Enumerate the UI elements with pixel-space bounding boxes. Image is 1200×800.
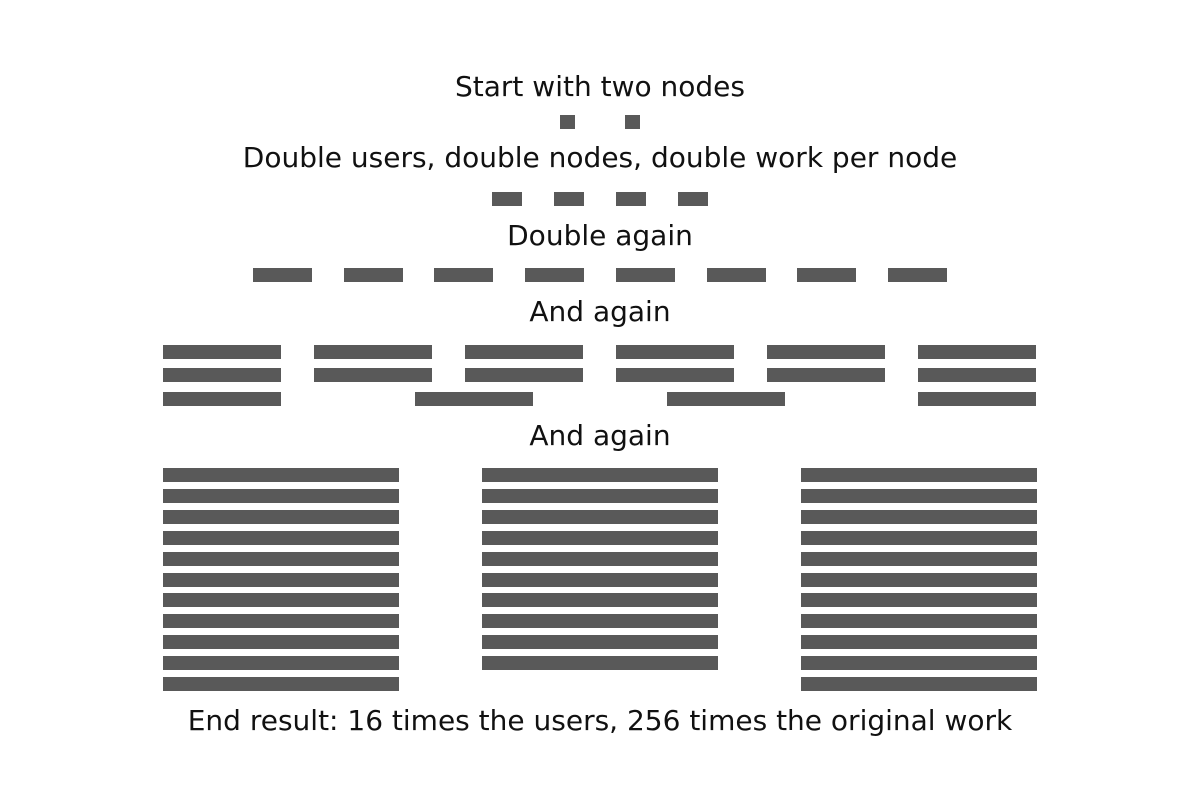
stage3-node-5 [615, 268, 675, 282]
stage4-bar-extra-4 [918, 392, 1036, 406]
stage2-node-1 [492, 192, 522, 206]
stage4-bar-c1-r2 [163, 368, 281, 382]
stage4-bar-c6-r1 [918, 345, 1036, 359]
caption-double-users: Double users, double nodes, double work … [242, 141, 958, 174]
stage4-bar-extra-2 [415, 392, 533, 406]
stage3-node-2 [343, 268, 403, 282]
caption-end-result: End result: 16 times the users, 256 time… [187, 704, 1013, 737]
stage5-bar-c2-r7 [482, 593, 718, 608]
stage5-bar-c3-r10 [801, 656, 1037, 671]
stage5-bar-c2-r3 [482, 509, 718, 524]
stage2-node-3 [616, 192, 646, 206]
stage4-bar-c1-r1 [163, 345, 281, 359]
stage5-bar-c1-r4 [163, 530, 399, 545]
stage5-bar-c3-r2 [801, 488, 1037, 503]
stage5-bar-c1-r2 [163, 488, 399, 503]
stage5-bar-c2-r6 [482, 572, 718, 587]
stage4-bar-extra-1 [163, 392, 281, 406]
stage5-bar-c3-r11 [801, 677, 1037, 691]
stage4-bar-c5-r1 [767, 345, 885, 359]
stage5-bar-c2-r9 [482, 635, 718, 650]
stage4-bar-c3-r1 [465, 345, 583, 359]
stage3-node-6 [706, 268, 766, 282]
stage4-bar-c4-r2 [616, 368, 734, 382]
stage2-node-2 [554, 192, 584, 206]
stage5-bar-c2-r2 [482, 488, 718, 503]
stage4-bar-c5-r2 [767, 368, 885, 382]
stage5-bar-c1-r8 [163, 614, 399, 629]
stage5-bar-c1-r10 [163, 656, 399, 671]
stage5-bar-c1-r9 [163, 635, 399, 650]
stage3-node-4 [525, 268, 585, 282]
stage3-node-8 [887, 268, 947, 282]
stage5-bar-c1-r3 [163, 509, 399, 524]
stage5-bar-c3-r9 [801, 635, 1037, 650]
stage4-bar-c6-r2 [918, 368, 1036, 382]
stage4-bar-c2-r1 [314, 345, 432, 359]
caption-and-again-2: And again [529, 419, 671, 452]
stage5-bar-c3-r4 [801, 530, 1037, 545]
stage5-bar-c1-r7 [163, 593, 399, 608]
caption-start: Start with two nodes [455, 70, 745, 103]
stage2-node-4 [678, 192, 708, 206]
stage5-bar-c1-r6 [163, 572, 399, 587]
stage5-bar-c3-r8 [801, 614, 1037, 629]
stage5-bar-c1-r11 [163, 677, 399, 691]
stage4-bar-c2-r2 [314, 368, 432, 382]
stage5-bar-c1-r5 [163, 551, 399, 566]
stage5-bar-c2-r4 [482, 530, 718, 545]
stage3-node-3 [434, 268, 494, 282]
stage5-bar-c3-r3 [801, 509, 1037, 524]
stage4-bar-c4-r1 [616, 345, 734, 359]
stage5-bar-c2-r1 [482, 468, 718, 482]
caption-double-again: Double again [507, 219, 693, 252]
stage5-bar-c3-r7 [801, 593, 1037, 608]
stage5-bar-c2-r10 [482, 656, 718, 671]
stage5-bar-c2-r5 [482, 551, 718, 566]
stage1-node-2 [625, 115, 640, 129]
stage4-bar-extra-3 [667, 392, 785, 406]
stage3-node-7 [797, 268, 857, 282]
stage5-bar-c3-r6 [801, 572, 1037, 587]
stage3-node-1 [253, 268, 312, 282]
caption-and-again-1: And again [529, 295, 671, 328]
stage5-bar-c2-r8 [482, 614, 718, 629]
stage4-bar-c3-r2 [465, 368, 583, 382]
stage5-bar-c1-r1 [163, 468, 399, 482]
stage1-node-1 [560, 115, 575, 129]
stage5-bar-c3-r5 [801, 551, 1037, 566]
stage5-bar-c3-r1 [801, 468, 1037, 482]
